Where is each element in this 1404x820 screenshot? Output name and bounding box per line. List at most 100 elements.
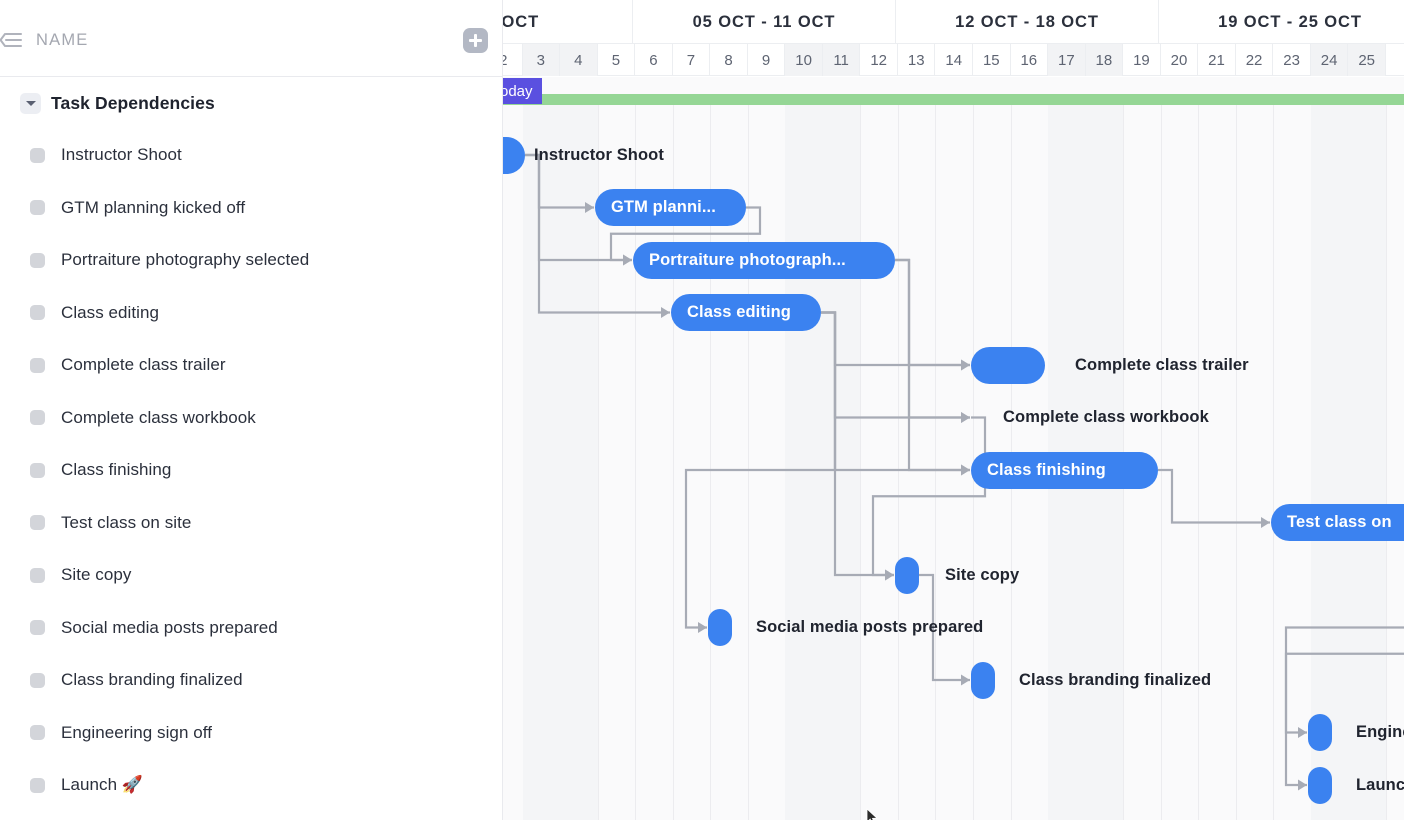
task-list-item[interactable]: Class branding finalized [0, 654, 502, 707]
task-list-item[interactable]: Engineering sign off [0, 706, 502, 759]
task-status-dot-icon[interactable] [30, 410, 45, 425]
task-list-item[interactable]: Complete class trailer [0, 339, 502, 392]
task-list-item-label: Social media posts prepared [61, 617, 278, 637]
week-header-cell: 05 OCT - 11 OCT [633, 0, 896, 44]
task-status-dot-icon[interactable] [30, 357, 45, 373]
day-header-cell: 13 [898, 44, 936, 76]
task-list-item[interactable]: Launch 🚀 [0, 759, 502, 812]
grid-line [672, 105, 674, 820]
week-header-cell: 04 OCT [503, 0, 633, 44]
day-header-cell: 7 [673, 44, 711, 76]
gantt-milestone[interactable] [1308, 714, 1332, 751]
grid-line [1198, 105, 1200, 820]
task-status-dot-icon[interactable] [30, 672, 45, 688]
task-list-item[interactable]: Site copy [0, 549, 502, 602]
task-list-item[interactable]: Social media posts prepared [0, 601, 502, 654]
day-header-cell: 16 [1011, 44, 1049, 76]
task-status-dot-icon[interactable] [30, 200, 45, 215]
gantt-bar-label: Social media posts prepared [756, 618, 984, 636]
day-header-cell: 20 [1161, 44, 1199, 76]
day-header-cell: 14 [935, 44, 973, 76]
grid-line [1160, 105, 1162, 820]
task-list-item-label: Instructor Shoot [61, 145, 182, 164]
today-marker: Today [503, 78, 542, 104]
task-list-item-label: Portraiture photography selected [61, 250, 310, 269]
gantt-bar-label: Launch 🚀 [1356, 775, 1404, 794]
day-header-cell: 9 [748, 44, 786, 76]
gantt-milestone[interactable] [1308, 766, 1332, 804]
gantt-bar[interactable] [503, 136, 525, 174]
task-group-row[interactable]: Task Dependencies [0, 77, 502, 129]
day-header-cell: 2 [503, 44, 523, 76]
day-header-cell: 15 [973, 44, 1011, 76]
day-header-cell: 8 [710, 44, 748, 76]
day-header-cell: 24 [1310, 44, 1349, 76]
task-list-item-label: Test class on site [61, 512, 192, 532]
collapse-indent-icon[interactable] [0, 30, 22, 50]
task-list-item-label: Engineering sign off [61, 722, 212, 742]
gantt-bar[interactable]: Portraiture photograph... [633, 241, 895, 279]
task-list-item[interactable]: Complete class workbook [0, 391, 502, 444]
chevron-down-icon[interactable] [20, 92, 41, 114]
mouse-cursor [866, 808, 878, 820]
task-status-dot-icon[interactable] [30, 725, 45, 740]
gantt-bar-label: Class branding finalized [1019, 670, 1212, 689]
grid-line [597, 105, 599, 820]
day-header-cell: 5 [598, 44, 636, 76]
gantt-bar[interactable]: Test class on [1271, 504, 1404, 541]
gantt-bar-label: Site copy [945, 565, 1020, 584]
grid-line [1235, 105, 1237, 820]
task-status-dot-icon[interactable] [30, 305, 45, 320]
week-header-cell: 19 OCT - 25 OCT [1159, 0, 1404, 44]
task-status-dot-icon[interactable] [30, 147, 45, 163]
task-list-item[interactable]: GTM planning kicked off [0, 181, 502, 234]
week-header-cell: 12 OCT - 18 OCT [896, 0, 1159, 44]
day-header-cell: 11 [822, 44, 861, 76]
task-list-item-label: Complete class trailer [61, 355, 226, 374]
task-list-item-label: Complete class workbook [61, 407, 256, 427]
task-status-dot-icon[interactable] [30, 515, 45, 530]
gantt-bar[interactable] [971, 346, 1045, 384]
task-status-dot-icon[interactable] [30, 462, 45, 478]
task-list-item[interactable]: Test class on site [0, 496, 502, 549]
day-header-cell: 3 [522, 44, 561, 76]
task-list-item-label: GTM planning kicked off [61, 197, 246, 217]
task-list-item-label: Class editing [61, 302, 159, 322]
task-status-dot-icon[interactable] [30, 777, 45, 793]
task-status-dot-icon[interactable] [30, 252, 45, 268]
task-group-title: Task Dependencies [51, 92, 215, 113]
task-list-item[interactable]: Class finishing [0, 444, 502, 497]
task-list-item-label: Class finishing [61, 460, 172, 479]
gantt-bar-label: Complete class trailer [1075, 355, 1249, 374]
task-status-dot-icon[interactable] [30, 567, 45, 583]
task-list-item[interactable]: Instructor Shoot [0, 129, 502, 182]
gantt-milestone[interactable] [971, 661, 995, 699]
gantt-milestone[interactable] [895, 556, 919, 594]
name-column-header: NAME [36, 31, 89, 49]
task-list-item-label: Launch 🚀 [61, 775, 144, 794]
add-row-icon[interactable] [463, 28, 488, 53]
gantt-bar[interactable]: GTM planni... [595, 189, 746, 226]
task-list-item-label: Site copy [61, 565, 132, 584]
day-header-cell: 21 [1198, 44, 1236, 76]
day-header-cell: 25 [1348, 44, 1386, 76]
task-status-dot-icon[interactable] [30, 620, 45, 635]
grid-line [1385, 105, 1387, 820]
task-list-item[interactable]: Class editing [0, 286, 502, 339]
grid-line [1273, 105, 1275, 820]
day-header-cell: 10 [785, 44, 823, 76]
day-header-cell: 4 [560, 44, 598, 76]
gantt-bar[interactable]: Class finishing [971, 451, 1158, 489]
gantt-bar[interactable]: Class editing [671, 294, 821, 331]
grid-line [635, 105, 637, 820]
gantt-milestone[interactable] [708, 609, 732, 646]
day-header-cell: 17 [1048, 44, 1086, 76]
task-list-item-label: Class branding finalized [61, 670, 243, 689]
task-list-item[interactable]: Portraiture photography selected [0, 234, 502, 287]
